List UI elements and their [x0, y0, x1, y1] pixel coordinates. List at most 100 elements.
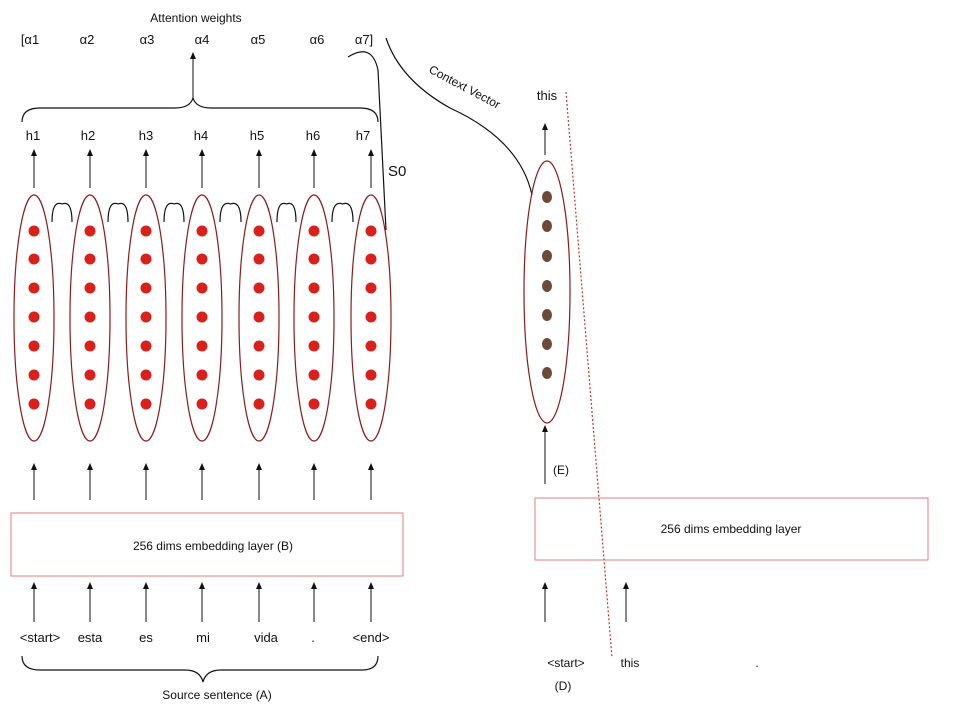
encoder-unit-dot	[140, 253, 152, 265]
alpha-label: α7]	[355, 32, 373, 47]
encoder-unit-dot	[365, 253, 377, 265]
hidden-state-label: h5	[250, 128, 264, 143]
encoder-unit-dot	[196, 340, 208, 352]
encoder-unit-dot	[308, 225, 320, 237]
decoder-embedding-label: 256 dims embedding layer	[661, 522, 802, 536]
alpha-label: α4	[195, 32, 210, 47]
encoder-unit-dot	[253, 253, 265, 265]
encoder-unit-dot	[365, 340, 377, 352]
source-token: es	[139, 630, 153, 645]
encoder-cell	[13, 194, 55, 442]
encoder-cell	[293, 194, 335, 442]
encoder-embedding-label: 256 dims embedding layer (B)	[133, 539, 293, 553]
encoder-unit-dot	[140, 340, 152, 352]
encoder-cell	[350, 194, 392, 442]
recurrent-link	[219, 202, 242, 223]
recurrent-link	[276, 202, 297, 223]
source-tokens: <start> esta es mi vida . <end>	[20, 630, 390, 645]
decoder-unit-dot	[542, 338, 552, 350]
encoder-unit-dot	[140, 225, 152, 237]
hidden-state-label: h4	[194, 128, 208, 143]
source-token: <end>	[353, 630, 390, 645]
source-token: mi	[196, 630, 210, 645]
context-vector-curve	[385, 37, 533, 196]
encoder-unit-dot	[140, 369, 152, 381]
alpha-label: α5	[251, 32, 266, 47]
attention-weights-title: Attention weights	[150, 11, 241, 25]
source-token: .	[311, 630, 315, 645]
encoder-unit-dot	[308, 282, 320, 294]
recurrent-link	[51, 202, 73, 223]
source-sentence-brace	[21, 655, 379, 683]
hidden-state-label: h7	[356, 128, 370, 143]
hidden-state-label: h3	[139, 128, 153, 143]
encoder-unit-dot	[308, 311, 320, 323]
hidden-state-label: h6	[306, 128, 320, 143]
encoder-unit-dot	[28, 369, 40, 381]
label-d: (D)	[555, 679, 572, 693]
encoder-unit-dot	[140, 398, 152, 410]
encoder-unit-dot	[308, 253, 320, 265]
encoder-unit-dot	[253, 282, 265, 294]
encoder-unit-dot	[308, 369, 320, 381]
alpha-label: α2	[80, 32, 95, 47]
encoder-unit-dot	[140, 311, 152, 323]
encoder-unit-dot	[84, 398, 96, 410]
encoder-unit-dot	[253, 225, 265, 237]
encoder-cell	[181, 194, 223, 442]
encoder-unit-dot	[28, 225, 40, 237]
decoder-output-word: this	[537, 88, 558, 103]
encoder-unit-dot	[196, 282, 208, 294]
alpha-label: α3	[140, 32, 155, 47]
encoder-unit-dot	[308, 398, 320, 410]
encoder-unit-dot	[84, 253, 96, 265]
alpha-label: α6	[310, 32, 325, 47]
encoder-unit-dot	[28, 340, 40, 352]
encoder-unit-dot	[28, 253, 40, 265]
decoder-embedding-box	[534, 497, 929, 561]
encoder-unit-dot	[196, 225, 208, 237]
recurrent-link	[331, 202, 354, 223]
encoder-unit-dot	[196, 253, 208, 265]
decoder-unit-dot	[542, 309, 552, 321]
encoder-unit-dot	[365, 398, 377, 410]
decoder-unit-dot	[542, 367, 552, 379]
label-e: (E)	[553, 463, 569, 477]
encoder-unit-dot	[365, 282, 377, 294]
encoder-cell	[69, 194, 111, 442]
encoder-unit-dot	[308, 340, 320, 352]
encoder-unit-dot	[196, 369, 208, 381]
encoder-unit-dot	[140, 282, 152, 294]
encoder-unit-dot	[365, 311, 377, 323]
hidden-state-label: h1	[26, 128, 40, 143]
s0-connection	[347, 51, 387, 231]
encoder-unit-dot	[84, 225, 96, 237]
encoder-unit-dot	[84, 340, 96, 352]
encoder-cell	[125, 194, 167, 442]
source-sentence-label: Source sentence (A)	[162, 688, 271, 702]
decoder-input-token: <start>	[547, 656, 584, 670]
decoder-input-token: .	[755, 656, 758, 670]
context-vector-label: Context Vector	[427, 62, 503, 111]
encoder-unit-dot	[253, 369, 265, 381]
hidden-state-label: h2	[81, 128, 95, 143]
recurrent-link	[163, 202, 185, 223]
recurrent-link	[107, 202, 129, 223]
feedback-dashed-line	[565, 91, 613, 659]
encoder-unit-dot	[253, 340, 265, 352]
decoder-units	[542, 191, 552, 379]
encoder-embedding-box	[10, 512, 404, 577]
decoder-unit-dot	[542, 191, 552, 203]
alpha-label: [α1	[21, 32, 39, 47]
alpha-labels: [α1 α2 α3 α4 α5 α6 α7]	[21, 32, 373, 47]
source-token: <start>	[20, 630, 60, 645]
encoder-unit-dot	[253, 311, 265, 323]
encoder-unit-dot	[84, 282, 96, 294]
decoder-cell	[523, 160, 571, 424]
hidden-states-brace	[21, 95, 379, 123]
encoder-unit-dot	[253, 398, 265, 410]
encoder-rnn	[13, 149, 392, 622]
encoder-unit-dot	[28, 398, 40, 410]
encoder-unit-dot	[196, 398, 208, 410]
